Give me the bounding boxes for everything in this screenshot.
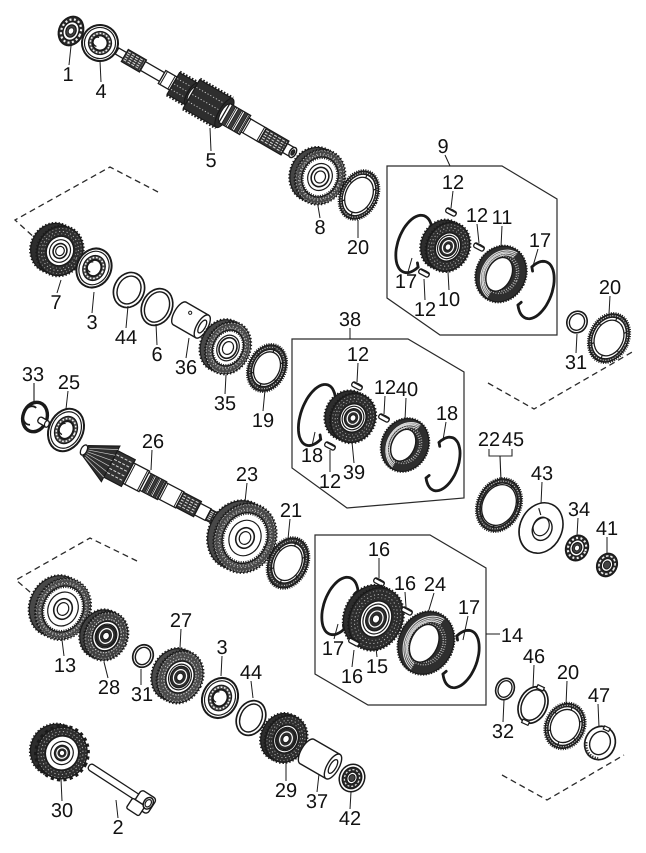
svg-text:1: 1 [62,64,73,86]
svg-text:9: 9 [437,136,448,158]
svg-text:31: 31 [131,684,153,706]
svg-text:24: 24 [424,574,446,596]
svg-text:15: 15 [366,656,388,678]
svg-text:23: 23 [236,464,258,486]
svg-text:43: 43 [531,463,553,485]
svg-text:40: 40 [396,379,418,401]
svg-text:46: 46 [523,646,545,668]
svg-text:34: 34 [568,499,590,521]
svg-text:16: 16 [341,666,363,688]
svg-text:39: 39 [343,462,365,484]
svg-text:21: 21 [280,500,302,522]
svg-text:18: 18 [436,403,458,425]
svg-text:31: 31 [565,352,587,374]
svg-text:12: 12 [319,471,341,493]
svg-text:25: 25 [58,372,80,394]
svg-text:44: 44 [115,327,137,349]
svg-text:30: 30 [51,800,73,822]
svg-text:14: 14 [501,625,523,647]
svg-text:35: 35 [214,393,236,415]
svg-text:3: 3 [86,312,97,334]
svg-text:12: 12 [414,299,436,321]
svg-text:12: 12 [466,205,488,227]
svg-text:38: 38 [339,309,361,331]
svg-text:12: 12 [374,377,396,399]
svg-text:20: 20 [347,237,369,259]
svg-text:42: 42 [339,808,361,830]
svg-text:2: 2 [112,817,123,839]
svg-text:28: 28 [98,677,120,699]
svg-text:5: 5 [205,150,216,172]
svg-text:12: 12 [347,344,369,366]
svg-text:17: 17 [322,638,344,660]
svg-text:17: 17 [395,271,417,293]
svg-text:6: 6 [151,344,162,366]
svg-text:4: 4 [95,81,106,103]
svg-text:20: 20 [557,662,579,684]
svg-text:45: 45 [502,429,524,451]
svg-text:20: 20 [599,277,621,299]
svg-text:11: 11 [492,207,513,229]
svg-text:22: 22 [478,429,500,451]
svg-text:12: 12 [442,172,464,194]
svg-text:29: 29 [275,780,297,802]
svg-text:47: 47 [588,685,610,707]
svg-text:17: 17 [529,230,551,252]
svg-text:44: 44 [240,662,262,684]
svg-text:13: 13 [54,655,76,677]
svg-text:32: 32 [492,721,514,743]
svg-text:37: 37 [306,791,328,813]
svg-text:18: 18 [301,445,323,467]
svg-text:10: 10 [438,289,460,311]
svg-text:26: 26 [142,431,164,453]
svg-text:27: 27 [170,610,192,632]
svg-text:17: 17 [458,597,480,619]
svg-text:3: 3 [216,637,227,659]
svg-text:7: 7 [50,292,61,314]
svg-text:36: 36 [175,357,197,379]
svg-text:16: 16 [394,573,416,595]
svg-text:8: 8 [314,217,325,239]
svg-text:41: 41 [596,518,618,540]
svg-text:33: 33 [22,364,44,386]
svg-text:19: 19 [252,410,274,432]
svg-text:16: 16 [368,539,390,561]
